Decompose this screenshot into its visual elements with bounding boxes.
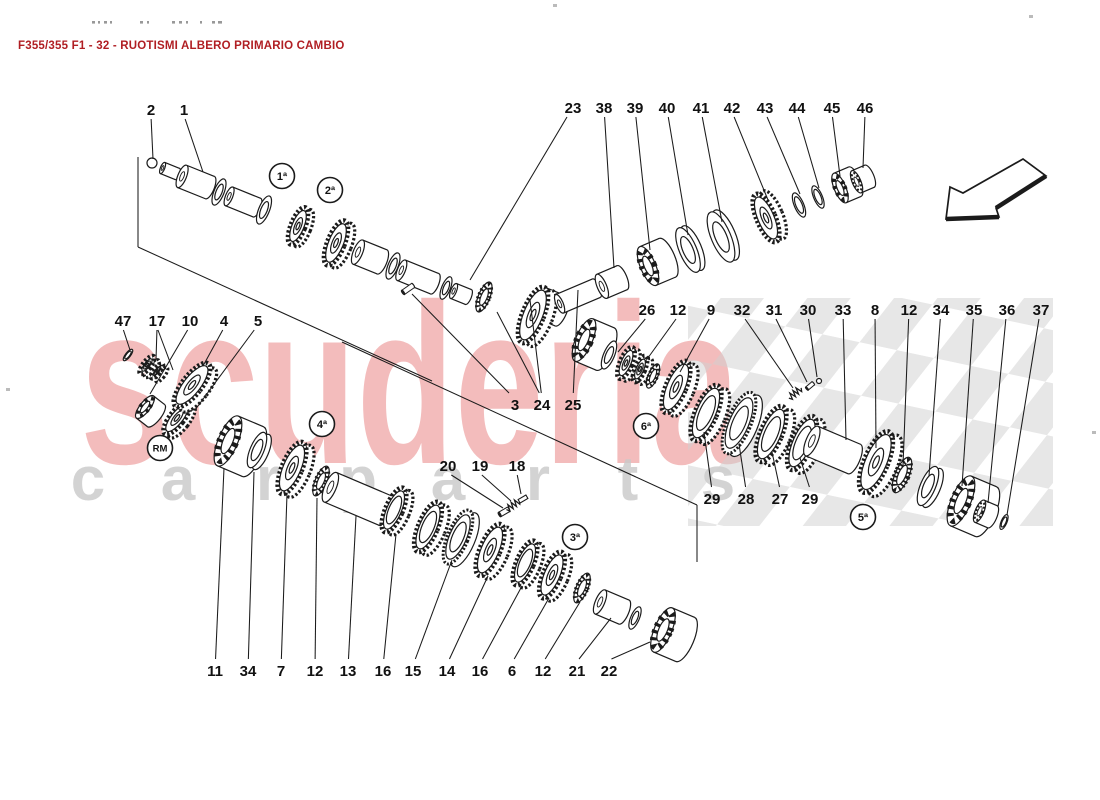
callout-number: 25 xyxy=(565,397,582,414)
callout-number: 19 xyxy=(472,458,489,475)
callout-number: 23 xyxy=(565,100,582,117)
callout-number: 22 xyxy=(601,663,618,680)
badge-circle xyxy=(308,410,336,438)
watermark-letter: t xyxy=(618,445,639,514)
badge-circle xyxy=(268,162,296,190)
badge-circle xyxy=(316,176,344,204)
callout-number: 1 xyxy=(180,102,188,119)
callout-number: 47 xyxy=(115,313,132,330)
callout-number: 2 xyxy=(147,102,155,119)
callout-number: 12 xyxy=(535,663,552,680)
callout-number: 30 xyxy=(800,302,817,319)
callout-number: 36 xyxy=(999,302,1016,319)
callout-number: 29 xyxy=(704,491,721,508)
callout-number: 16 xyxy=(472,663,489,680)
callout-number: 9 xyxy=(707,302,715,319)
callout-number: 17 xyxy=(149,313,166,330)
callout-number: 32 xyxy=(734,302,751,319)
part-drawings xyxy=(122,157,1009,663)
callout-number: 28 xyxy=(738,491,755,508)
callout-number: 3 xyxy=(511,397,519,414)
watermark-letter: r xyxy=(526,445,550,514)
callout-number: 33 xyxy=(835,302,852,319)
callout-number: 26 xyxy=(639,302,656,319)
callout-number: 37 xyxy=(1033,302,1050,319)
callout-number: 13 xyxy=(340,663,357,680)
callout-number: 34 xyxy=(933,302,950,319)
callout-number: 10 xyxy=(182,313,199,330)
callout-number: 5 xyxy=(254,313,262,330)
callout-number: 12 xyxy=(901,302,918,319)
badge-circle xyxy=(561,523,589,551)
header-remnants xyxy=(6,4,1096,434)
callout-number: 43 xyxy=(757,100,774,117)
gear-badge-label: 5ª xyxy=(858,512,869,524)
callout-number: 14 xyxy=(439,663,456,680)
callout-number: 39 xyxy=(627,100,644,117)
gear-badge-label: 2ª xyxy=(325,185,336,197)
callout-number: 15 xyxy=(405,663,422,680)
callout-number: 6 xyxy=(508,663,516,680)
page-title: F355/355 F1 - 32 - RUOTISMI ALBERO PRIMA… xyxy=(18,40,345,52)
callout-number: 8 xyxy=(871,302,879,319)
partition-lines xyxy=(137,157,698,562)
callout-number: 42 xyxy=(724,100,741,117)
callout-number: 45 xyxy=(824,100,841,117)
callout-number: 27 xyxy=(772,491,789,508)
callout-number: 20 xyxy=(440,458,457,475)
callout-number: 16 xyxy=(375,663,392,680)
direction-arrow xyxy=(945,157,1048,222)
callout-number: 11 xyxy=(207,663,223,680)
watermark-letter: c xyxy=(71,445,105,514)
callout-number: 46 xyxy=(857,100,874,117)
callout-number: 18 xyxy=(509,458,526,475)
callout-number: 35 xyxy=(966,302,983,319)
badge-circle xyxy=(146,434,174,462)
callout-number: 41 xyxy=(693,100,710,117)
badge-circle xyxy=(632,412,660,440)
callout-number: 29 xyxy=(802,491,819,508)
callout-number: 12 xyxy=(307,663,324,680)
callout-number: 12 xyxy=(670,302,687,319)
gear-badge-label: 6ª xyxy=(641,421,652,433)
callout-number: 31 xyxy=(766,302,783,319)
callout-number: 40 xyxy=(659,100,676,117)
callout-number: 38 xyxy=(596,100,613,117)
gear-badge-label: 3ª xyxy=(570,532,581,544)
callout-number: 21 xyxy=(569,663,586,680)
callout-number: 44 xyxy=(789,100,806,117)
gear-badge-label: 4ª xyxy=(317,419,328,431)
callout-number: 24 xyxy=(534,397,551,414)
callout-number: 34 xyxy=(240,663,257,680)
badge-circle xyxy=(849,503,877,531)
gear-badge-label: 1ª xyxy=(277,171,288,183)
callout-number: 4 xyxy=(220,313,229,330)
gear-badge-label: RM xyxy=(153,444,168,455)
watermark: scuderiacarparts xyxy=(71,258,742,514)
callout-number: 7 xyxy=(277,663,285,680)
